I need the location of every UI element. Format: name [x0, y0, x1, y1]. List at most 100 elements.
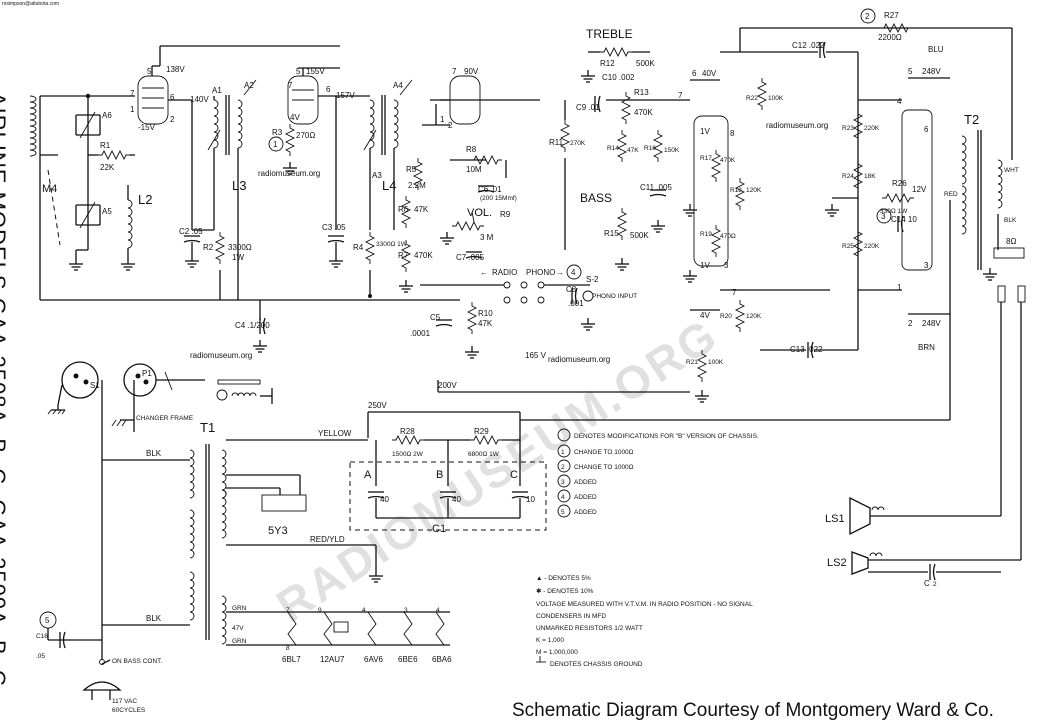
pin-3-heater: 3 [404, 607, 408, 614]
label-r22: R22 [746, 95, 758, 102]
pin-7-heater: 7 [286, 607, 290, 614]
voltage-200: 200V [438, 381, 457, 390]
label-ls2: LS2 [827, 557, 847, 569]
marker-4: 4 [571, 268, 576, 277]
label-c9: C9 .01 [576, 103, 600, 112]
wire-brn: BRN [918, 343, 935, 352]
label-r23: R23 [842, 125, 854, 132]
pin-4-heater-b: 4 [436, 607, 440, 614]
legend-line-5: ADDED [574, 509, 597, 516]
marker-2: 2 [865, 12, 870, 21]
label-r28: R28 [400, 427, 415, 436]
label-c11: C11 .005 [640, 183, 672, 192]
label-r13-value: 470K [634, 108, 653, 117]
tube-12au7: 12AU7 [320, 655, 345, 664]
note-line-7: DENOTES CHASSIS GROUND [550, 661, 643, 668]
label-r1: R1 [100, 141, 111, 150]
label-r21-value: 100K [708, 359, 724, 366]
label-r6: R6 [398, 205, 409, 214]
pin-5e: 5 [908, 67, 913, 76]
label-c8-value: .001 [568, 299, 584, 308]
pin-4-heater-a: 4 [362, 607, 366, 614]
label-vol: VOL. [467, 207, 492, 219]
label-r28-value: 1500Ω 2W [392, 451, 424, 458]
pin-7c: 7 [452, 67, 457, 76]
label-r3-value: 270Ω [296, 131, 315, 140]
label-r6-value: 47K [414, 205, 429, 214]
label-5y3: 5Y3 [268, 525, 288, 537]
label-r1-value: 22K [100, 163, 115, 172]
label-r17: R17 [700, 155, 712, 162]
label-r16-value: 150K [664, 147, 680, 154]
wire-red: RED [944, 191, 958, 198]
tube-6be6: 6BE6 [398, 655, 418, 664]
label-r25-value: 220K [864, 243, 880, 250]
pin-7a: 7 [130, 89, 135, 98]
label-cout-value: 2 [933, 581, 937, 588]
pin-2e: 2 [908, 319, 913, 328]
watermark-text: RADIOMUSEUM.ORG [267, 308, 727, 632]
note-line-1: ✱ - DENOTES 10% [536, 587, 594, 595]
label-r14: R14 [607, 145, 619, 152]
legend-line-3: ADDED [574, 479, 597, 486]
voltage-40: 40V [702, 69, 717, 78]
watermark-small-2: radiomuseum.org [548, 355, 610, 364]
pin-1c: 1 [440, 115, 445, 124]
marker-3: 3 [881, 212, 886, 221]
voltage-1b: 1V [700, 261, 710, 270]
wire-8ohm: 8Ω [1006, 237, 1016, 246]
legend-line-4: ADDED [574, 494, 597, 501]
label-a2: A2 [244, 81, 254, 90]
label-r5: R5 [406, 165, 417, 174]
label-r20-value: 120K [746, 313, 762, 320]
label-r10-value: 47K [478, 319, 493, 328]
label-r13: R13 [634, 88, 649, 97]
wire-blk1: BLK [146, 449, 162, 458]
notes: ▲ - DENOTES 5% ✱ - DENOTES 10% VOLTAGE M… [536, 575, 753, 668]
marker-5: 5 [45, 616, 50, 625]
pin-1e: 1 [897, 283, 902, 292]
tube-6bl7: 6BL7 [282, 655, 301, 664]
label-a4: A4 [393, 81, 403, 90]
voltage-4b: 4V [700, 311, 710, 320]
label-c14: C14 10 [891, 215, 917, 224]
label-r23-value: 220K [864, 125, 880, 132]
wire-wht: WHT [1004, 167, 1019, 174]
tube-6av6: 6AV6 [364, 655, 384, 664]
label-c3: C3 .05 [322, 223, 346, 232]
label-p1: P1 [142, 369, 152, 378]
pin-2c: 2 [448, 121, 453, 130]
pin-6b: 6 [326, 85, 331, 94]
label-c5-value: .0001 [410, 329, 431, 338]
label-r16: R16 [644, 145, 656, 152]
label-a6: A6 [102, 111, 112, 120]
pin-6a: 6 [170, 93, 175, 102]
wire-blk2: BLK [146, 614, 162, 623]
voltage-neg15: -15V [138, 123, 156, 132]
label-r2: R2 [203, 243, 214, 252]
label-r15-value: 500K [630, 231, 649, 240]
watermark-small-1: radiomuseum.org [258, 169, 320, 178]
label-c16: C16 [36, 633, 48, 640]
note-line-2: VOLTAGE MEASURED WITH V.T.V.M. IN RADIO … [536, 601, 753, 608]
label-r29: R29 [474, 427, 489, 436]
pin-6d: 6 [692, 69, 697, 78]
marker-1: 1 [273, 140, 278, 149]
note-line-4: UNMARKED RESISTORS 1/2 WATT [536, 625, 643, 632]
label-c12: C12 .022 [792, 41, 825, 50]
label-r18-value: 120K [746, 187, 762, 194]
legend-line-0: DENOTES MODIFICATIONS FOR "B" VERSION OF… [574, 433, 759, 440]
label-r22-value: 100K [768, 95, 784, 102]
label-r17-value: 470K [720, 157, 736, 164]
label-c1: C1 [432, 523, 446, 535]
label-r9: R9 [500, 210, 511, 219]
courtesy-caption: Schematic Diagram Courtesy of Montgomery… [512, 700, 994, 720]
label-r7-value: 470K [414, 251, 433, 260]
label-s2: S-2 [586, 275, 599, 284]
label-r5-value: 2.2M [408, 181, 426, 190]
label-r24-value: 18K [864, 173, 876, 180]
tube-6ba6: 6BA6 [432, 655, 452, 664]
label-r24: R24 [842, 173, 854, 180]
label-r18: R18 [730, 187, 742, 194]
